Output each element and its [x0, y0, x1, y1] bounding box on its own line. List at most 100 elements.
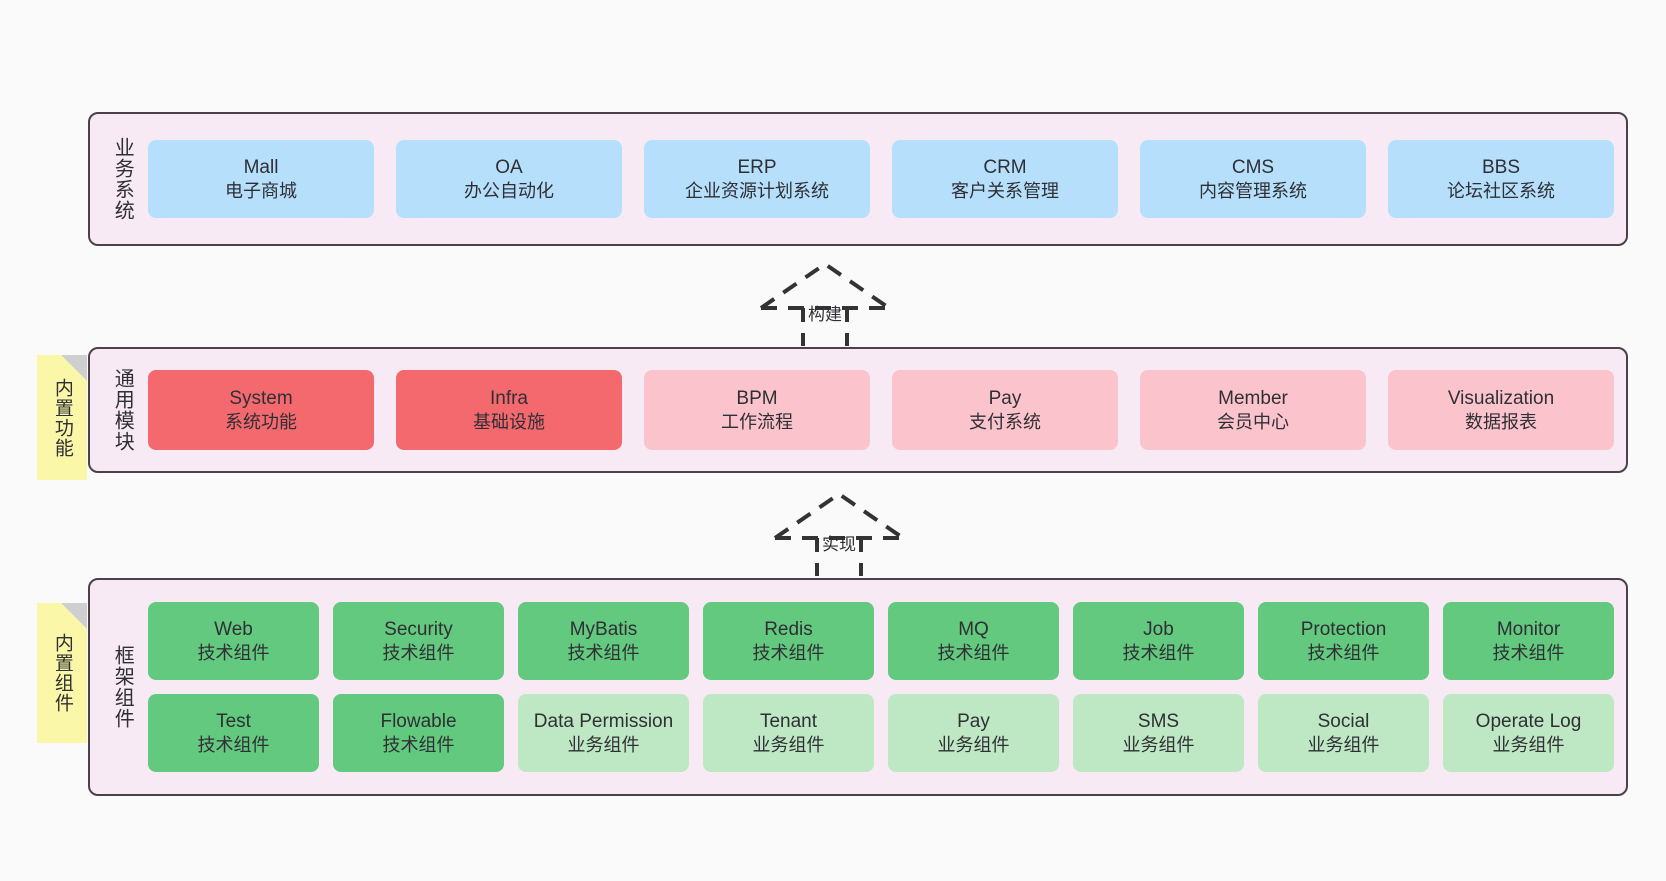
card-subtitle: 业务组件	[1307, 734, 1380, 755]
card-subtitle: 工作流程	[721, 411, 793, 432]
card-title: System	[229, 387, 293, 409]
flag-builtin-component-label: 内置组件	[51, 633, 73, 713]
card-subtitle: 技术组件	[567, 642, 640, 663]
card-title: Social	[1317, 710, 1370, 732]
flag-fold-corner-icon	[61, 355, 87, 381]
card-title: SMS	[1137, 710, 1180, 732]
card-subtitle: 系统功能	[225, 411, 297, 432]
card-subtitle: 技术组件	[197, 734, 270, 755]
card-title: Data Permission	[533, 710, 674, 732]
card-subtitle: 论坛社区系统	[1447, 180, 1555, 201]
card-title: CRM	[983, 156, 1027, 178]
card-subtitle: 业务组件	[752, 734, 825, 755]
card-subtitle: 业务组件	[1122, 734, 1195, 755]
card-title: Protection	[1300, 618, 1387, 640]
card-title: BPM	[736, 387, 778, 409]
card-subtitle: 技术组件	[382, 734, 455, 755]
connector-build-label: 构建	[808, 305, 842, 324]
layer-title-framework-component: 框架组件	[111, 645, 134, 729]
card-title: Test	[216, 710, 251, 732]
connector-implement-label: 实现	[822, 535, 856, 554]
card-title: ERP	[737, 156, 777, 178]
card-subtitle: 内容管理系统	[1199, 180, 1307, 201]
card-subtitle: 基础设施	[473, 411, 545, 432]
card-subtitle: 数据报表	[1465, 411, 1537, 432]
card-title: Redis	[764, 618, 813, 640]
card-title: Flowable	[380, 710, 457, 732]
card-title: Operate Log	[1475, 710, 1582, 732]
card-title: Job	[1143, 618, 1174, 640]
card-title: Pay	[988, 387, 1022, 409]
connector-build: 构建	[756, 258, 906, 348]
card-subtitle: 支付系统	[969, 411, 1041, 432]
flag-builtin-component: 内置组件	[37, 603, 87, 743]
card-title: Security	[384, 618, 453, 640]
card-subtitle: 技术组件	[1307, 642, 1380, 663]
card-subtitle: 技术组件	[1492, 642, 1565, 663]
card-subtitle: 电子商城	[225, 180, 297, 201]
card-subtitle: 技术组件	[752, 642, 825, 663]
card-title: BBS	[1481, 156, 1521, 178]
card-subtitle: 技术组件	[197, 642, 270, 663]
card-title: Pay	[957, 710, 990, 732]
card-title: MQ	[958, 618, 989, 640]
card-subtitle: 技术组件	[382, 642, 455, 663]
card-subtitle: 技术组件	[937, 642, 1010, 663]
card-subtitle: 办公自动化	[464, 180, 554, 201]
flag-builtin-function-label: 内置功能	[51, 377, 73, 458]
flag-fold-corner-icon	[61, 603, 87, 629]
flag-builtin-function: 内置功能	[37, 355, 87, 480]
card-subtitle: 企业资源计划系统	[685, 180, 829, 201]
card-subtitle: 技术组件	[1122, 642, 1195, 663]
connector-implement: 实现	[770, 488, 920, 578]
card-title: Visualization	[1447, 387, 1555, 409]
card-title: OA	[495, 156, 523, 178]
card-title: Web	[214, 618, 253, 640]
layer-title-common-module: 通用模块	[111, 368, 134, 452]
card-title: MyBatis	[569, 618, 638, 640]
card-subtitle: 客户关系管理	[951, 180, 1059, 201]
card-title: CMS	[1231, 156, 1275, 178]
card-title: Member	[1218, 387, 1288, 409]
card-title: Infra	[489, 387, 529, 409]
card-subtitle: 业务组件	[937, 734, 1010, 755]
card-title: Monitor	[1496, 618, 1561, 640]
